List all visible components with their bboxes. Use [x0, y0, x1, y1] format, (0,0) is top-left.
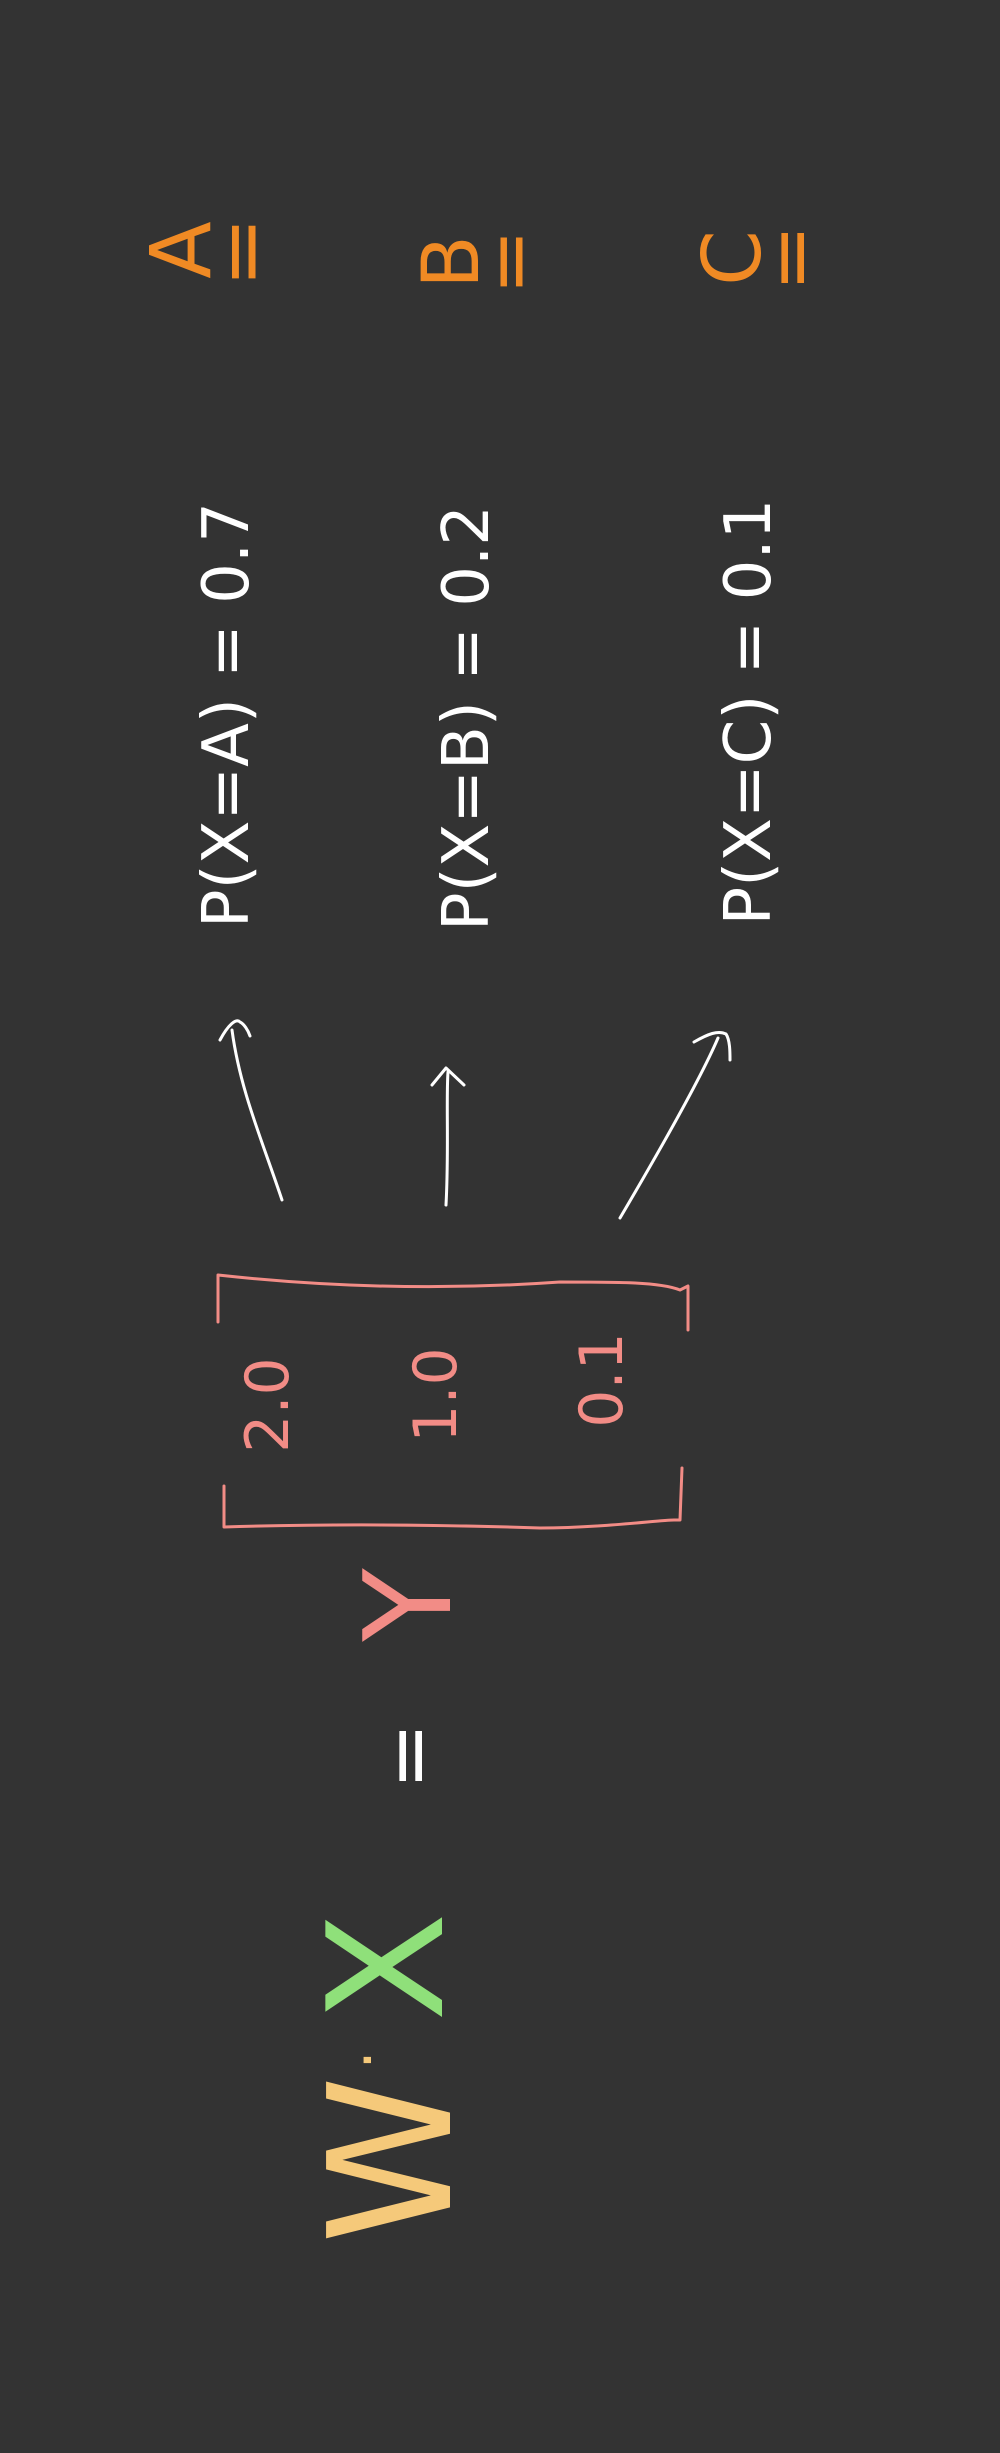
class-label-b-letter: B — [407, 235, 497, 289]
arrow-to-a — [218, 1019, 284, 1202]
arrow-to-c — [618, 1030, 732, 1220]
class-label-a-equals: = — [192, 217, 290, 287]
vector-bracket — [216, 1273, 690, 1530]
equation-x: X — [293, 1912, 480, 2022]
vector-label: Y — [340, 1568, 479, 1643]
class-label-b-equals: = — [465, 229, 555, 294]
class-label-a: A = — [132, 217, 290, 287]
vector-value-0: 2.0 — [233, 1357, 303, 1452]
class-label-c: C = — [686, 224, 837, 291]
arrow-to-b — [430, 1066, 466, 1207]
class-label-b: B = — [407, 229, 555, 294]
equation-dot: · — [333, 2050, 403, 2069]
equation-equals: = — [362, 1722, 455, 1789]
equation-w: W — [293, 2076, 491, 2244]
class-label-a-letter: A — [132, 221, 230, 278]
class-label-c-letter: C — [686, 230, 779, 286]
vector-value-2: 0.1 — [567, 1332, 637, 1427]
vector-value-1: 1.0 — [401, 1347, 471, 1442]
probability-a: P(X=A) = 0.7 — [190, 502, 264, 928]
probability-c: P(X=C) = 0.1 — [712, 499, 786, 926]
probability-b: P(X=B) = 0.2 — [430, 505, 504, 931]
class-label-c-equals: = — [744, 224, 837, 291]
